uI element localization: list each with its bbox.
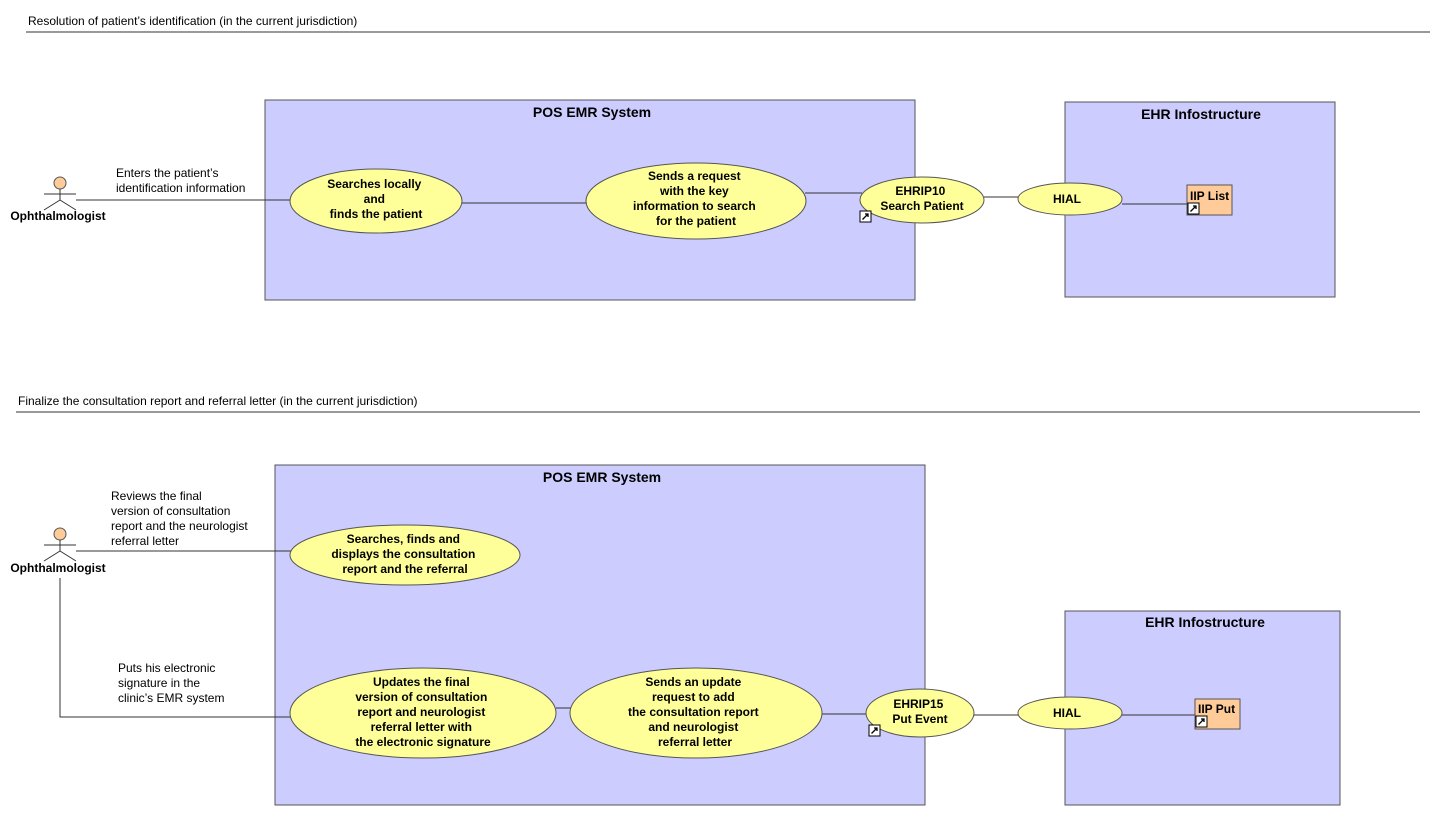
- svg-text:IIP List: IIP List: [1190, 189, 1229, 203]
- association-line: [59, 578, 291, 718]
- link-shortcut-icon[interactable]: [859, 210, 872, 223]
- diagram-patient-identification: Resolution of patient’s identification (…: [10, 14, 1430, 301]
- actor-note-reviews-final-version: Reviews the final version of consultatio…: [111, 489, 251, 548]
- use-case-update-with-signature[interactable]: Updates the final version of consultatio…: [289, 667, 557, 759]
- svg-text:IIP Put: IIP Put: [1198, 702, 1235, 716]
- component-iip-put[interactable]: IIP Put: [1194, 698, 1241, 730]
- svg-text:EHRIP10 Search Patient: EHRIP10 Search Patient: [880, 184, 963, 213]
- system-title: POS EMR System: [533, 104, 651, 120]
- use-case-ehrip10-search-patient[interactable]: EHRIP10 Search Patient: [859, 176, 985, 224]
- use-case-send-search-request[interactable]: Sends a request with the key information…: [585, 162, 807, 240]
- diagram-finalize-consultation-report: Finalize the consultation report and ref…: [10, 394, 1420, 806]
- actor-note-enters-identification: Enters the patient’s identification info…: [116, 166, 245, 195]
- svg-text:Searches, finds and di: Searches, finds and displays the consult…: [331, 532, 478, 576]
- ehr-infostructure-title: EHR Infostructure: [1145, 614, 1265, 630]
- use-case-display-consultation-report[interactable]: Searches, finds and displays the consult…: [289, 524, 521, 586]
- use-case-ehrip15-put-event[interactable]: EHRIP15 Put Event: [865, 688, 975, 738]
- actor-name: Ophthalmologist: [10, 209, 105, 223]
- svg-text:HIAL: HIAL: [1053, 706, 1081, 720]
- svg-text:EHRIP15 Put Event: EHRIP15 Put Event: [892, 697, 947, 726]
- svg-text:Updates the final vers: Updates the final version of consultatio…: [355, 675, 491, 749]
- actor-note-electronic-signature: Puts his electronic signature in the cli…: [118, 661, 224, 705]
- actor-head: [53, 527, 67, 541]
- component-iip-list[interactable]: IIP List: [1186, 184, 1233, 216]
- actor-ophthalmologist: Ophthalmologist: [10, 176, 106, 223]
- frame-title: Resolution of patient’s identification (…: [28, 14, 357, 28]
- frame-title: Finalize the consultation report and ref…: [18, 394, 418, 408]
- use-case-send-update-request[interactable]: Sends an update request to add the consu…: [569, 667, 823, 759]
- use-case-hial[interactable]: HIAL: [1017, 696, 1123, 730]
- ehr-infostructure-title: EHR Infostructure: [1141, 106, 1261, 122]
- svg-text:Searches locally and: Searches locally and finds the patient: [327, 177, 424, 221]
- svg-text:HIAL: HIAL: [1053, 192, 1081, 206]
- svg-text:Sends a request with t: Sends a request with the key information…: [633, 169, 759, 228]
- link-shortcut-icon[interactable]: [1195, 715, 1208, 728]
- use-case-search-locally[interactable]: Searches locally and finds the patient: [289, 168, 463, 234]
- actor-name: Ophthalmologist: [10, 561, 105, 575]
- link-shortcut-icon[interactable]: [868, 724, 881, 737]
- svg-text:Sends an update reques: Sends an update request to add the consu…: [628, 675, 762, 749]
- actor-head: [53, 176, 67, 190]
- system-title: POS EMR System: [543, 469, 661, 485]
- use-case-hial[interactable]: HIAL: [1017, 182, 1123, 216]
- actor-ophthalmologist: Ophthalmologist: [10, 527, 106, 575]
- link-shortcut-icon[interactable]: [1187, 202, 1200, 215]
